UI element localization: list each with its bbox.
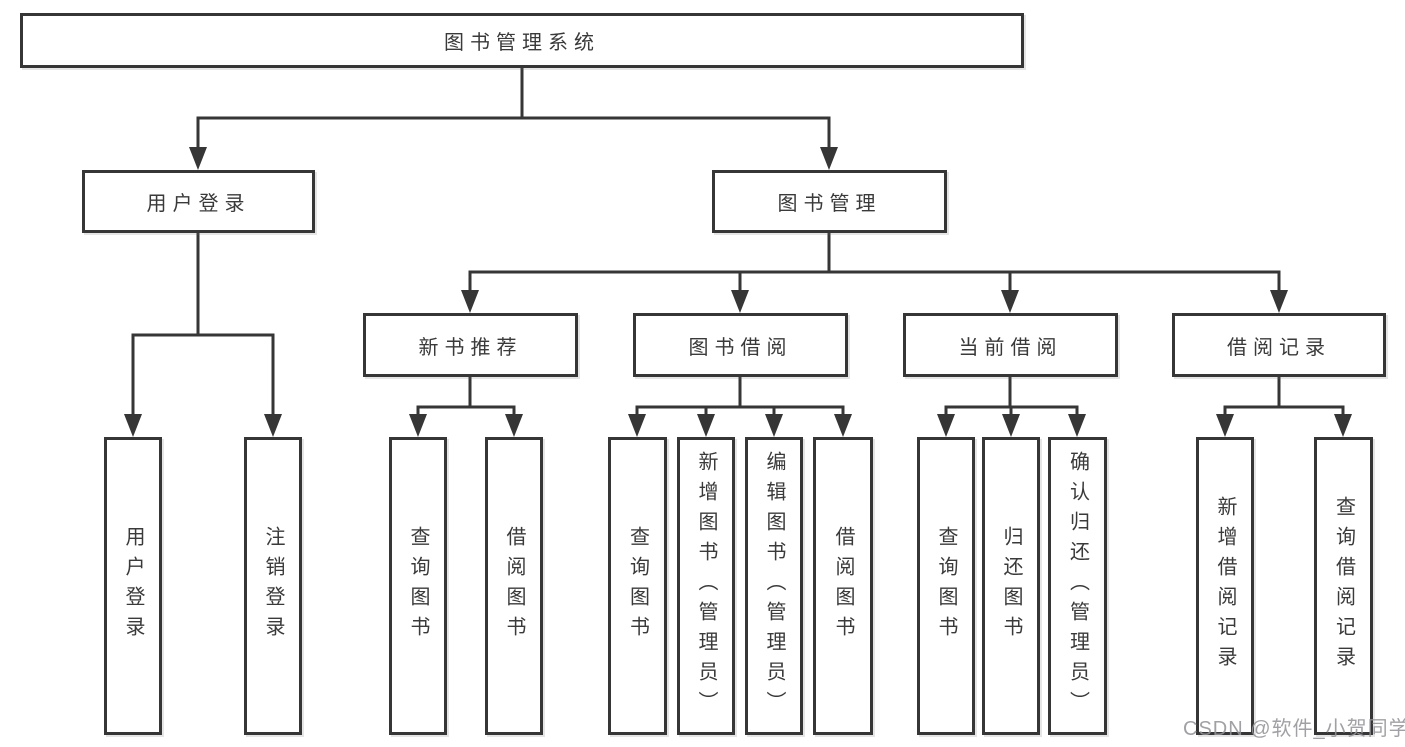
- leaf-logout: 注销登录: [244, 437, 302, 735]
- leaf-edit-book-admin: 编辑图书（管理员）: [745, 437, 803, 735]
- leaf-borrow-books-recommend: 借阅图书: [485, 437, 543, 735]
- node-user-login: 用户登录: [82, 170, 315, 233]
- node-library-management-system: 图书管理系统: [20, 13, 1024, 68]
- node-label: 借阅记录: [1227, 336, 1331, 359]
- leaf-query-books-recommend: 查询图书: [389, 437, 447, 735]
- node-label: 图书管理: [777, 193, 882, 215]
- leaf-confirm-return-admin: 确认归还（管理员）: [1048, 437, 1107, 735]
- node-label: 图书管理系统: [444, 32, 600, 54]
- node-label: 编辑图书（管理员）: [763, 451, 785, 721]
- node-label: 新增图书（管理员）: [695, 451, 717, 721]
- node-label: 归还图书: [1000, 526, 1022, 646]
- leaf-add-borrow-record: 新增借阅记录: [1196, 437, 1254, 735]
- leaf-query-books-borrowing: 查询图书: [608, 437, 667, 735]
- node-label: 查询图书: [935, 526, 957, 646]
- node-label: 图书借阅: [688, 336, 793, 359]
- leaf-return-books: 归还图书: [982, 437, 1040, 735]
- node-label: 当前借阅: [958, 336, 1063, 359]
- node-label: 用户登录: [146, 193, 251, 215]
- node-book-management: 图书管理: [712, 170, 947, 233]
- leaf-query-borrow-record: 查询借阅记录: [1314, 437, 1373, 735]
- node-current-borrowing: 当前借阅: [903, 313, 1118, 377]
- leaf-add-book-admin: 新增图书（管理员）: [677, 437, 735, 735]
- node-label: 确认归还（管理员）: [1066, 451, 1089, 721]
- node-label: 查询图书: [626, 526, 649, 646]
- node-label: 借阅图书: [832, 526, 854, 646]
- node-label: 查询图书: [407, 526, 429, 646]
- watermark: CSDN @软件_小贺同学: [1183, 718, 1405, 740]
- leaf-borrow-books-borrowing: 借阅图书: [813, 437, 873, 735]
- leaf-user-login: 用户登录: [104, 437, 162, 735]
- node-label: 注销登录: [262, 526, 284, 646]
- node-label: 新书推荐: [418, 336, 523, 359]
- node-label: 借阅图书: [503, 526, 525, 646]
- node-borrow-records: 借阅记录: [1172, 313, 1386, 377]
- leaf-query-books-current: 查询图书: [917, 437, 975, 735]
- node-book-borrowing: 图书借阅: [633, 313, 848, 377]
- node-new-book-recommend: 新书推荐: [363, 313, 578, 377]
- node-label: 查询借阅记录: [1332, 496, 1355, 676]
- node-label: 新增借阅记录: [1214, 496, 1236, 676]
- node-label: 用户登录: [122, 526, 144, 646]
